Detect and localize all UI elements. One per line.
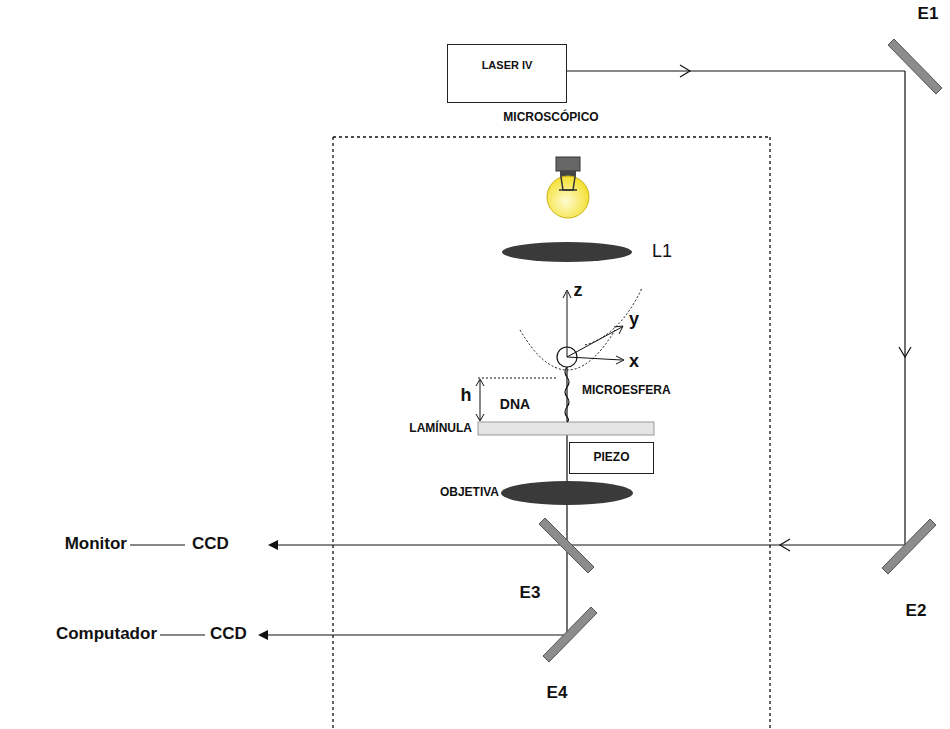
axis-label: x xyxy=(629,352,639,372)
device-label: CCD xyxy=(192,535,229,554)
coverslip xyxy=(478,422,654,435)
lens xyxy=(502,242,632,262)
axis-label: y xyxy=(629,310,639,330)
height-dimension xyxy=(476,378,558,421)
mirror-label: E4 xyxy=(547,684,568,703)
axes xyxy=(520,288,642,370)
part-label: MICROESFERA xyxy=(582,384,671,397)
microsphere xyxy=(557,347,577,367)
dna-strand xyxy=(565,367,569,422)
microscope-region: MICROSCÓPICO PIEZO xyxy=(330,104,772,729)
mirror xyxy=(539,39,942,662)
microscope-outline xyxy=(333,137,770,729)
part-label: LAMÍNULA xyxy=(409,422,472,435)
device-label: Computador xyxy=(56,625,157,644)
mirror-label: E1 xyxy=(918,5,939,24)
objective-lens xyxy=(501,481,633,505)
part-label: OBJETIVA xyxy=(440,486,499,499)
lamp xyxy=(547,157,589,218)
mirror-label: E2 xyxy=(906,602,927,621)
piezo-box: PIEZO xyxy=(569,442,654,474)
node-text: PIEZO xyxy=(574,448,649,466)
mirror-label: E3 xyxy=(520,584,541,603)
axis-label: z xyxy=(574,281,583,301)
arrow-head xyxy=(268,540,278,550)
node-text: MICROSCÓPICO xyxy=(330,108,772,126)
device-label: Monitor xyxy=(65,535,127,554)
dimension-label: h xyxy=(461,386,472,406)
arrow-head xyxy=(258,630,268,640)
part-label: DNA xyxy=(500,397,530,412)
laser-beam xyxy=(130,65,911,635)
device-label: CCD xyxy=(210,625,247,644)
lens-label: L1 xyxy=(652,242,672,262)
node-text: LASER IV xyxy=(478,57,536,74)
laser-box: LASER IV xyxy=(447,44,567,103)
